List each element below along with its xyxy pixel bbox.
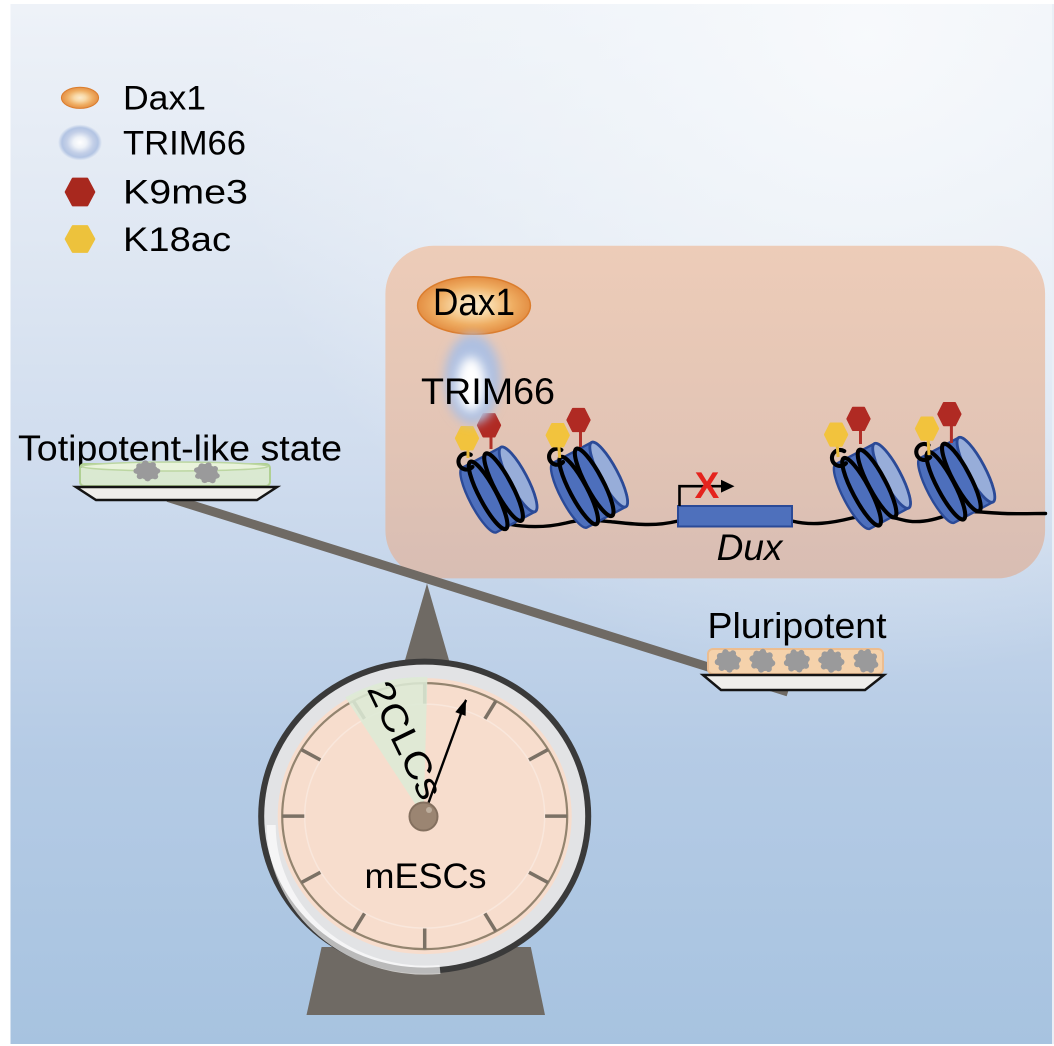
svg-text:TRIM66: TRIM66 — [421, 371, 555, 412]
svg-text:Pluripotent: Pluripotent — [708, 605, 887, 646]
svg-text:TRIM66: TRIM66 — [123, 125, 246, 163]
svg-text:Dax1: Dax1 — [123, 80, 206, 118]
svg-text:X: X — [695, 465, 720, 506]
svg-text:K18ac: K18ac — [123, 221, 231, 259]
svg-text:mESCs: mESCs — [365, 857, 487, 896]
svg-text:K9me3: K9me3 — [123, 174, 248, 212]
svg-text:Dux: Dux — [717, 527, 784, 568]
svg-text:Dax1: Dax1 — [433, 282, 515, 324]
